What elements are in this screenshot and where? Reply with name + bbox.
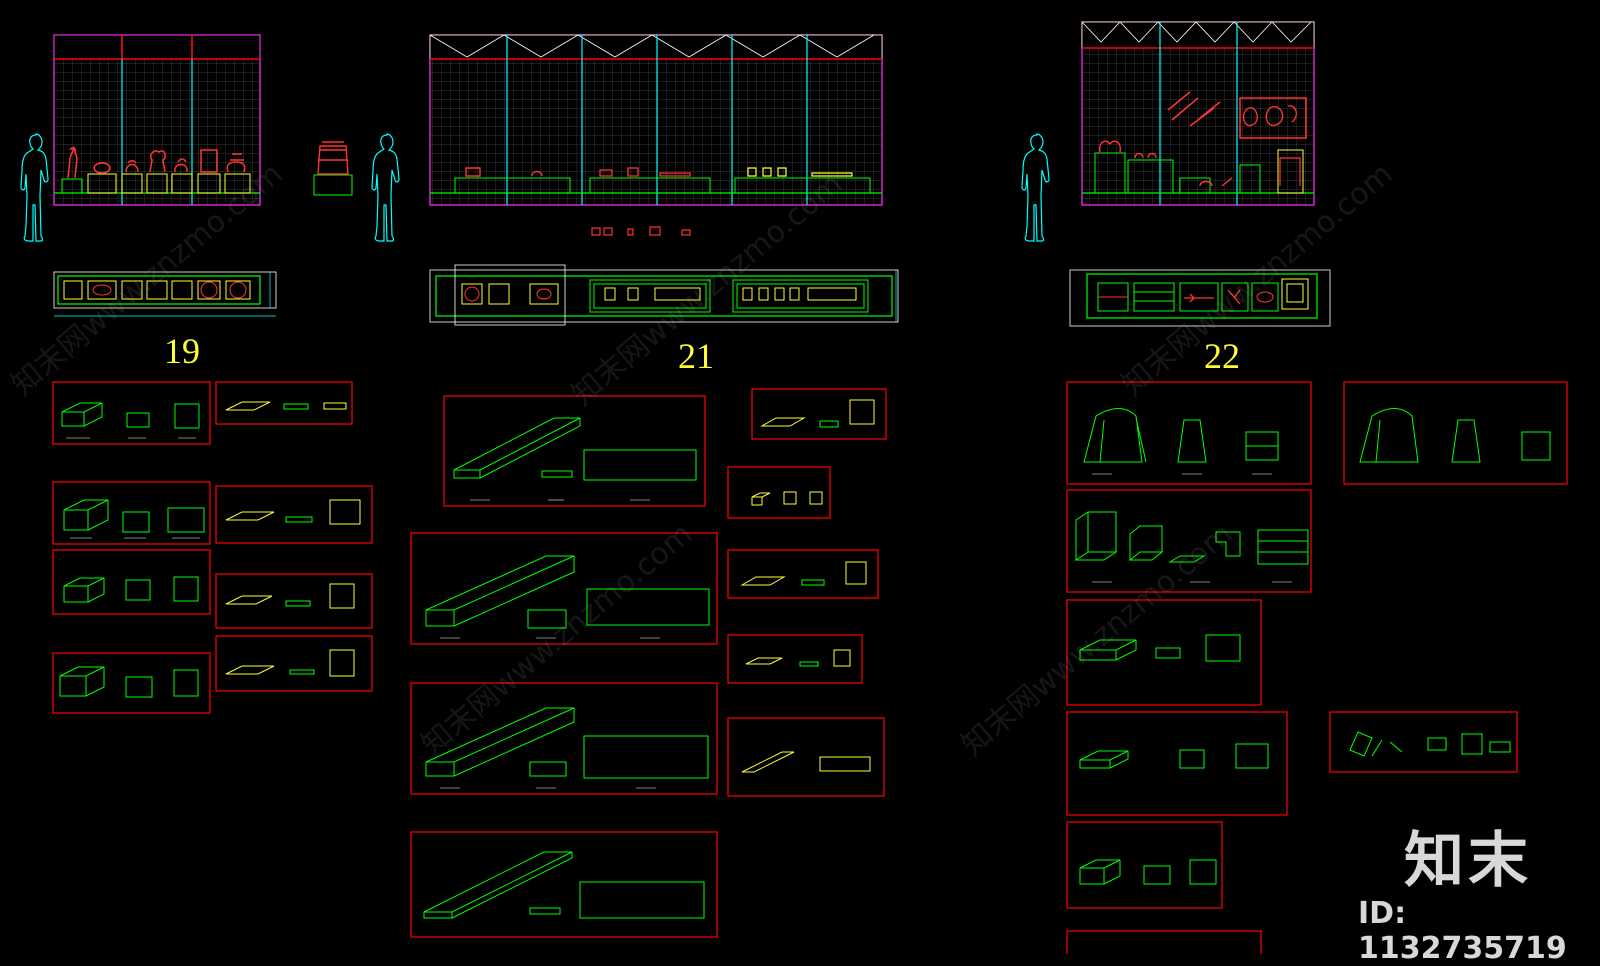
- panel-22-elevation: [1081, 21, 1315, 206]
- section-number-21: 21: [678, 336, 714, 376]
- brand-logo: 知末: [1404, 826, 1532, 896]
- panel-21-elevation: [429, 34, 883, 236]
- panel-19-elevation: [53, 34, 353, 206]
- section-number-19: 19: [164, 331, 200, 371]
- dimension-annotations: [66, 437, 1292, 789]
- section-number-22: 22: [1204, 336, 1240, 376]
- detail-drawings: [52, 381, 1568, 954]
- panel-21-plan: [429, 264, 899, 326]
- panel-19-plan: [53, 271, 277, 317]
- asset-id-text: ID: 1132735719: [1358, 896, 1567, 966]
- panel-22-plan: [1069, 269, 1331, 327]
